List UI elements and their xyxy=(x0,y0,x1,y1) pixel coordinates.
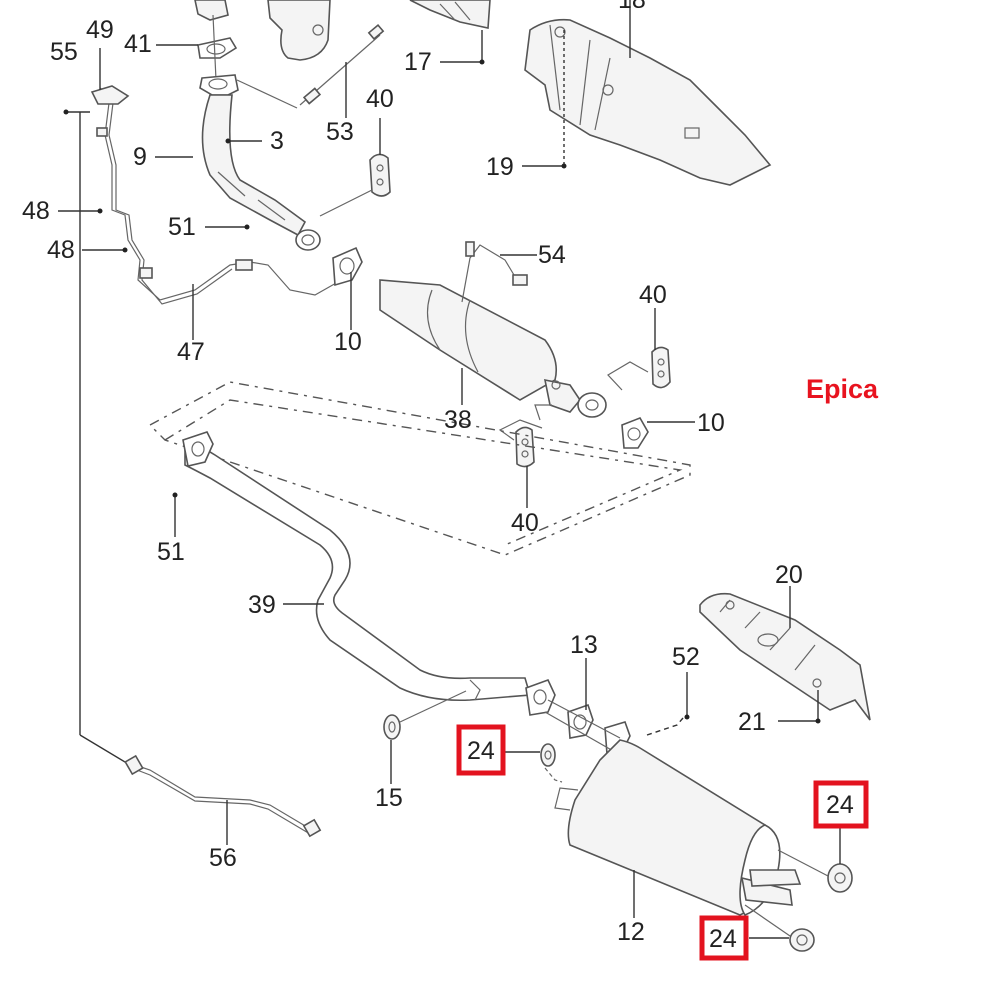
callout-24-right-highlight: 24 xyxy=(813,780,869,829)
callout-38: 38 xyxy=(444,406,472,434)
callout-40-right: 40 xyxy=(639,281,667,309)
callout-10-right: 10 xyxy=(697,409,725,437)
leader-lines xyxy=(58,0,841,939)
manifold-flange-top xyxy=(194,0,229,21)
intermediate-pipe-39 xyxy=(182,431,532,702)
callout-10-left: 10 xyxy=(334,328,362,356)
callout-18: 18 xyxy=(618,0,646,14)
front-pipe-9 xyxy=(199,74,307,237)
heat-shield-19 xyxy=(524,18,772,186)
callout-51-lower: 51 xyxy=(157,538,185,566)
rubber-hanger-24-right xyxy=(777,849,853,893)
callout-40-bottom: 40 xyxy=(511,509,539,537)
rubber-hanger-40-bottom xyxy=(498,404,552,468)
heat-shield-20 xyxy=(699,592,871,721)
oxygen-sensor-54 xyxy=(461,241,528,303)
callout-21: 21 xyxy=(738,708,766,736)
callout-53: 53 xyxy=(326,118,354,146)
model-label: Epica xyxy=(806,374,879,404)
callout-47: 47 xyxy=(177,338,205,366)
flange-gasket-13 xyxy=(525,678,631,755)
callout-24-right: 24 xyxy=(826,791,854,819)
flange-51-front xyxy=(295,229,321,251)
flange-gasket-41 xyxy=(197,37,238,59)
heat-shield-upper-left xyxy=(267,0,331,61)
converter-38 xyxy=(379,279,581,413)
muffler-12 xyxy=(554,739,802,916)
oxygen-sensor-53 xyxy=(236,23,385,109)
callout-49: 49 xyxy=(86,16,114,44)
callout-39: 39 xyxy=(248,591,276,619)
rubber-hanger-40-right xyxy=(607,346,671,391)
rubber-hanger-24-bottom xyxy=(744,904,815,952)
callout-3: 3 xyxy=(270,127,284,155)
callout-24-bottom: 24 xyxy=(709,925,737,953)
callout-56: 56 xyxy=(209,844,237,872)
callout-24-left-highlight: 24 xyxy=(456,724,506,776)
callout-48-lower: 48 xyxy=(47,236,75,264)
callout-48-upper: 48 xyxy=(22,197,50,225)
heat-shield-upper-right xyxy=(409,0,491,29)
callout-55: 55 xyxy=(50,38,78,66)
flange-gasket-10-a xyxy=(332,246,363,287)
callout-12: 12 xyxy=(617,918,645,946)
callout-54: 54 xyxy=(538,241,566,269)
callout-17: 17 xyxy=(404,48,432,76)
callout-19: 19 xyxy=(486,153,514,181)
rubber-hanger-40-top xyxy=(319,153,391,217)
callout-41: 41 xyxy=(124,30,152,58)
flange-rear-converter xyxy=(577,392,607,418)
callout-24-bottom-highlight: 24 xyxy=(699,915,749,961)
callout-40-top: 40 xyxy=(366,85,394,113)
flange-gasket-10-b xyxy=(621,417,649,449)
callout-24-left: 24 xyxy=(467,737,495,765)
callout-15: 15 xyxy=(375,784,403,812)
cable-56 xyxy=(124,754,322,838)
callout-20: 20 xyxy=(775,561,803,589)
callout-9: 9 xyxy=(133,143,147,171)
callout-52: 52 xyxy=(672,643,700,671)
rubber-hanger-24-left xyxy=(540,743,563,783)
pipe-line-47 xyxy=(90,85,346,305)
rubber-hanger-15 xyxy=(383,690,467,740)
callout-13: 13 xyxy=(570,631,598,659)
callout-51-upper: 51 xyxy=(168,213,196,241)
